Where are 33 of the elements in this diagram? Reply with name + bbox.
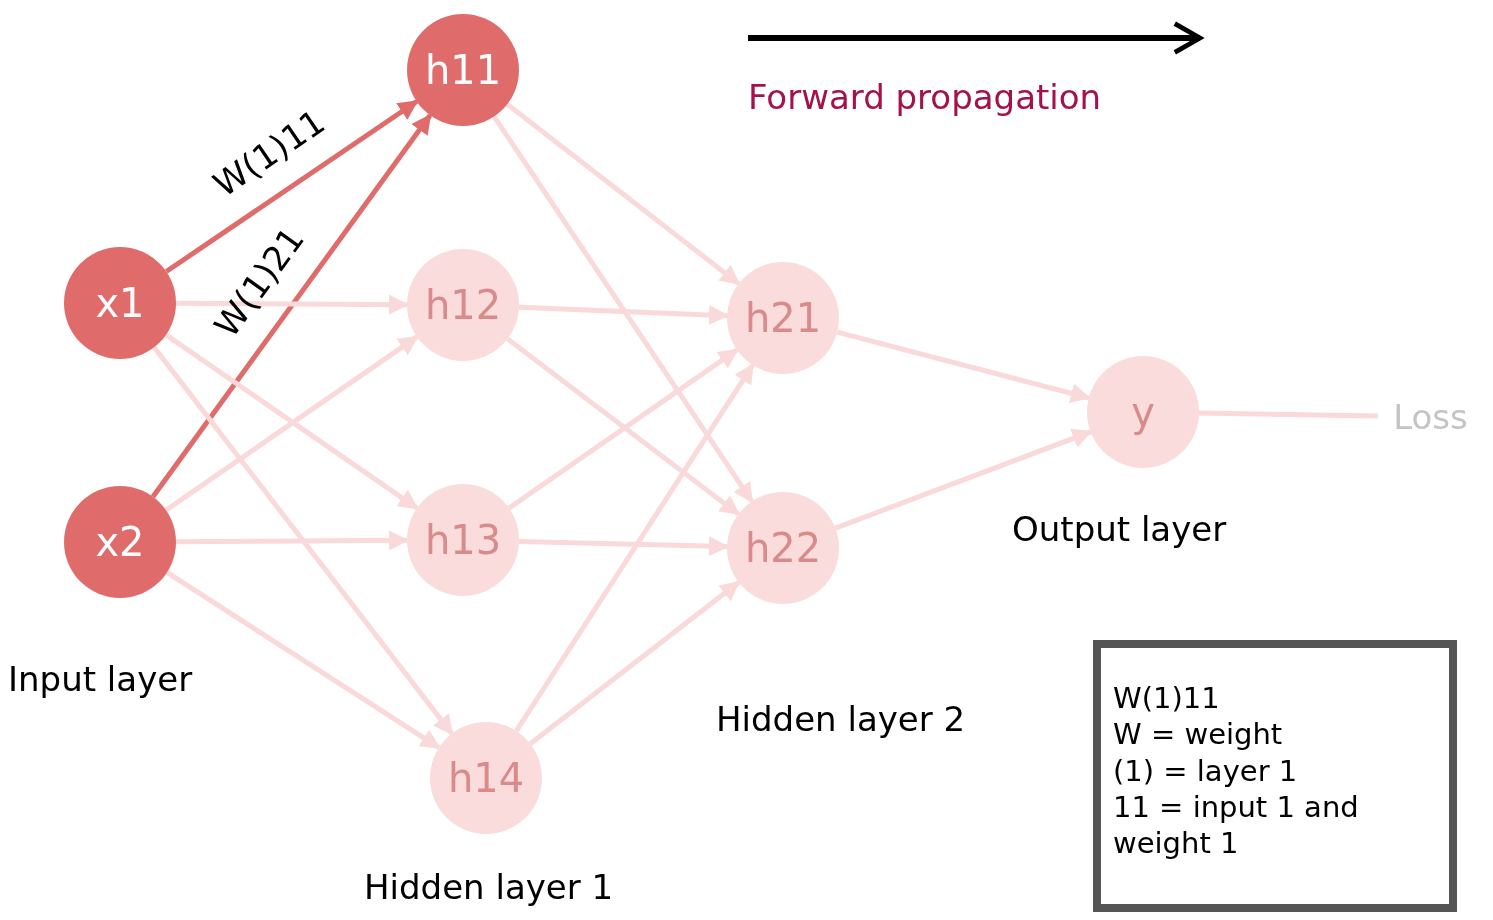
neuron-label: h12 <box>424 281 502 330</box>
layer-label: Hidden layer 1 <box>364 866 615 909</box>
notes-box <box>1093 640 1457 912</box>
neuron-label: h13 <box>424 516 502 565</box>
layer-label: Output layer <box>1012 508 1228 551</box>
note-text: (1) = layer 1 <box>1113 752 1299 789</box>
neuron-label: y <box>1131 388 1155 437</box>
arrow <box>834 428 1093 531</box>
neuron-label: h22 <box>744 524 822 573</box>
neuron-label: h11 <box>424 46 502 95</box>
arrow <box>150 113 433 499</box>
arrow <box>514 363 755 733</box>
output-text: Loss <box>1378 395 1483 439</box>
note-text: W = weight <box>1113 716 1284 753</box>
arrow <box>176 294 409 315</box>
layer-label: Hidden layer 2 <box>716 698 967 741</box>
layer-label: Forward propagation <box>748 76 1103 119</box>
neuron-label: h14 <box>447 754 525 803</box>
neuron-label: x2 <box>95 518 145 567</box>
arrow <box>505 102 741 286</box>
arrow <box>165 570 441 750</box>
note-text: 11 = input 1 and weight 1 <box>1113 788 1360 862</box>
neuron-label: h21 <box>744 294 822 343</box>
arrow <box>492 115 754 504</box>
arrow <box>176 530 409 551</box>
arrow <box>518 536 729 557</box>
note-text: W(1)11 <box>1113 680 1221 717</box>
arrow <box>152 345 454 736</box>
arrow <box>836 329 1091 403</box>
layer-label: Input layer <box>8 658 194 701</box>
neuron-label: x1 <box>95 279 145 328</box>
arrow <box>528 580 741 746</box>
arrow <box>164 99 419 274</box>
